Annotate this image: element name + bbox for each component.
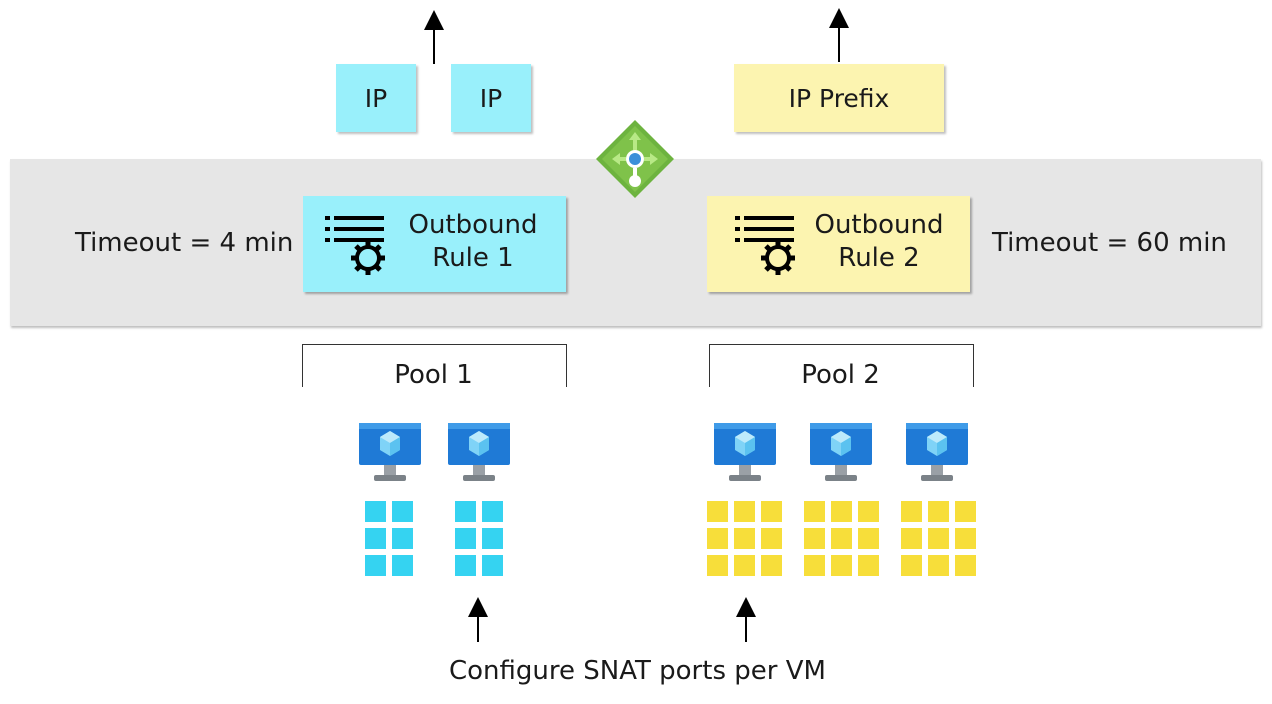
rule-2-timeout: Timeout = 60 min (992, 228, 1227, 258)
snat-port-cell (392, 501, 413, 522)
snat-port-cell (858, 501, 879, 522)
snat-port-cell (365, 555, 386, 576)
snat-port-cell (761, 528, 782, 549)
snat-port-cell (831, 501, 852, 522)
pool-2-label: Pool 2 (801, 360, 880, 390)
snat-port-cell (928, 501, 949, 522)
snat-port-cell (804, 555, 825, 576)
vm-monitor-icon (714, 423, 776, 481)
snat-caption: Configure SNAT ports per VM (449, 656, 826, 686)
snat-port-cell (901, 528, 922, 549)
vm-monitor-icon (906, 423, 968, 481)
vm-monitor-icon (810, 423, 872, 481)
snat-port-cell (955, 501, 976, 522)
rule-1-title-line2: Rule 1 (432, 243, 514, 273)
snat-port-cell (734, 528, 755, 549)
snat-port-cell (707, 555, 728, 576)
ip-box-1-label: IP (364, 83, 388, 113)
outbound-rule-1: Outbound Rule 1 (303, 196, 566, 292)
ip-box-1: IP (336, 64, 416, 132)
snat-port-cell (707, 528, 728, 549)
snat-port-cell (455, 528, 476, 549)
vm-monitor-icon (448, 423, 510, 481)
ip-prefix-label: IP Prefix (788, 83, 890, 113)
ip-prefix-box: IP Prefix (734, 64, 944, 132)
pool-1-label: Pool 1 (394, 360, 473, 390)
snat-port-cell (901, 555, 922, 576)
snat-port-cell (761, 501, 782, 522)
snat-port-cell (804, 528, 825, 549)
rule-1-title-line1: Outbound (408, 210, 538, 240)
rule-2-title-line2: Rule 2 (838, 243, 920, 273)
pool-2-bracket (709, 344, 974, 387)
snat-port-cell (392, 528, 413, 549)
snat-port-cell (392, 555, 413, 576)
snat-port-cell (707, 501, 728, 522)
ip-box-2-label: IP (479, 83, 503, 113)
rule-settings-icon (735, 216, 795, 275)
snat-port-cell (365, 528, 386, 549)
snat-port-cell (482, 555, 503, 576)
snat-port-cell (955, 528, 976, 549)
snat-port-cell (482, 501, 503, 522)
snat-port-cell (455, 501, 476, 522)
rule-settings-icon (325, 216, 385, 275)
snat-port-cell (804, 501, 825, 522)
snat-port-cell (858, 555, 879, 576)
vm-monitor-icon (359, 423, 421, 481)
load-balancer-icon (596, 120, 674, 198)
snat-port-cell (928, 528, 949, 549)
snat-port-cell (365, 501, 386, 522)
rule-1-timeout: Timeout = 4 min (75, 228, 294, 258)
snat-port-cell (734, 555, 755, 576)
pool-1-bracket (302, 344, 567, 387)
snat-port-cell (761, 555, 782, 576)
snat-port-cell (928, 555, 949, 576)
snat-port-cell (482, 528, 503, 549)
snat-port-cell (955, 555, 976, 576)
rule-2-title-line1: Outbound (814, 210, 944, 240)
snat-port-cell (831, 555, 852, 576)
snat-port-cell (455, 555, 476, 576)
snat-port-cell (831, 528, 852, 549)
snat-port-cell (858, 528, 879, 549)
snat-port-cell (901, 501, 922, 522)
outbound-rule-2: Outbound Rule 2 (707, 196, 970, 292)
snat-port-cell (734, 501, 755, 522)
ip-box-2: IP (451, 64, 531, 132)
